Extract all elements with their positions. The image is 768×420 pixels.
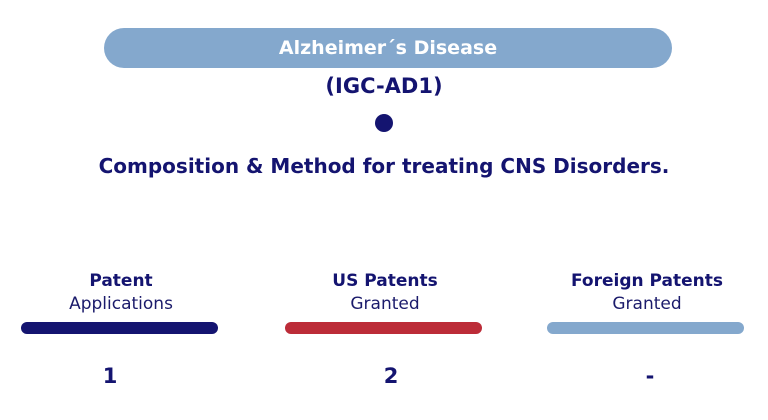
disease-title: Alzheimer´s Disease bbox=[279, 37, 497, 59]
bullet-dot-icon bbox=[375, 114, 393, 132]
stat-foreign-patents: Foreign Patents Granted bbox=[547, 270, 747, 316]
stat-us-patents: US Patents Granted bbox=[285, 270, 485, 316]
stat-value-us-patents: 2 bbox=[361, 364, 421, 388]
stat-value-patent-applications: 1 bbox=[80, 364, 140, 388]
stat-bar-patent-applications bbox=[21, 322, 218, 334]
stat-label-light: Granted bbox=[547, 292, 747, 316]
stat-value-foreign-patents: - bbox=[620, 364, 680, 388]
stat-label-bold: Patent bbox=[21, 270, 221, 292]
product-code: (IGC-AD1) bbox=[0, 74, 768, 98]
stat-bar-us-patents bbox=[285, 322, 482, 334]
stat-label-bold: US Patents bbox=[285, 270, 485, 292]
stat-patent-applications: Patent Applications bbox=[21, 270, 221, 316]
stat-label-light: Granted bbox=[285, 292, 485, 316]
disease-title-pill: Alzheimer´s Disease bbox=[104, 28, 672, 68]
patent-description: Composition & Method for treating CNS Di… bbox=[0, 154, 768, 178]
stat-label-light: Applications bbox=[21, 292, 221, 316]
stat-label-bold: Foreign Patents bbox=[547, 270, 747, 292]
stat-bar-foreign-patents bbox=[547, 322, 744, 334]
